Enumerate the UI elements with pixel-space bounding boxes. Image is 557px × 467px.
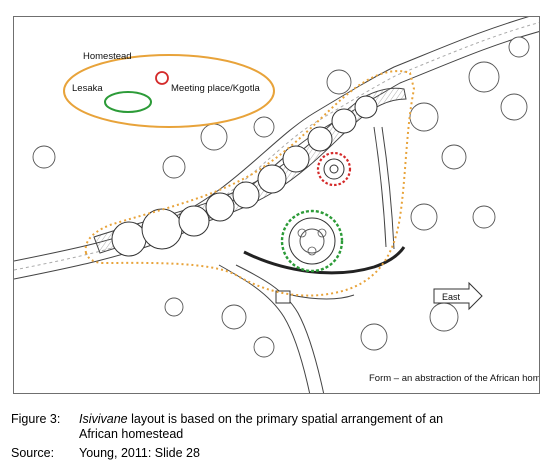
meeting-legend-circle [155, 71, 169, 85]
figure-caption-line2: African homestead [79, 427, 184, 441]
legend-lesaka-label: Lesaka [72, 83, 103, 94]
source-text: Young, 2011: Slide 28 [79, 446, 200, 460]
homestead-boundary [84, 70, 416, 297]
source-key: Source: [11, 446, 55, 460]
lesaka-circle [280, 209, 344, 273]
source-line: Source: Young, 2011: Slide 28 [11, 446, 200, 461]
figure-frame: Homestead Lesaka Meeting place/Kgotla Ea… [13, 16, 540, 394]
lesaka-legend-ellipse [104, 91, 152, 113]
lower-path [218, 264, 355, 393]
legend-homestead-label: Homestead [83, 51, 132, 62]
east-label: East [442, 292, 461, 302]
figure-caption-text: layout is based on the primary spatial a… [127, 412, 444, 426]
legend-meeting-label: Meeting place/Kgotla [171, 83, 260, 94]
figure-italic-term: Isivivane [79, 412, 128, 426]
figure-key: Figure 3: [11, 412, 61, 426]
scattered-trees [32, 36, 530, 358]
kgotla-circle [316, 151, 352, 187]
east-arrow [433, 281, 483, 311]
homestead-legend-ellipse [63, 54, 275, 128]
figure-caption: Figure 3: Isivivane layout is based on th… [11, 412, 443, 427]
form-label-box [366, 369, 536, 389]
tree-canopy-row [111, 95, 378, 257]
site-plan-drawing [14, 17, 539, 393]
form-label: Form – an abstraction of the African hom… [369, 373, 540, 384]
legend [63, 54, 275, 128]
